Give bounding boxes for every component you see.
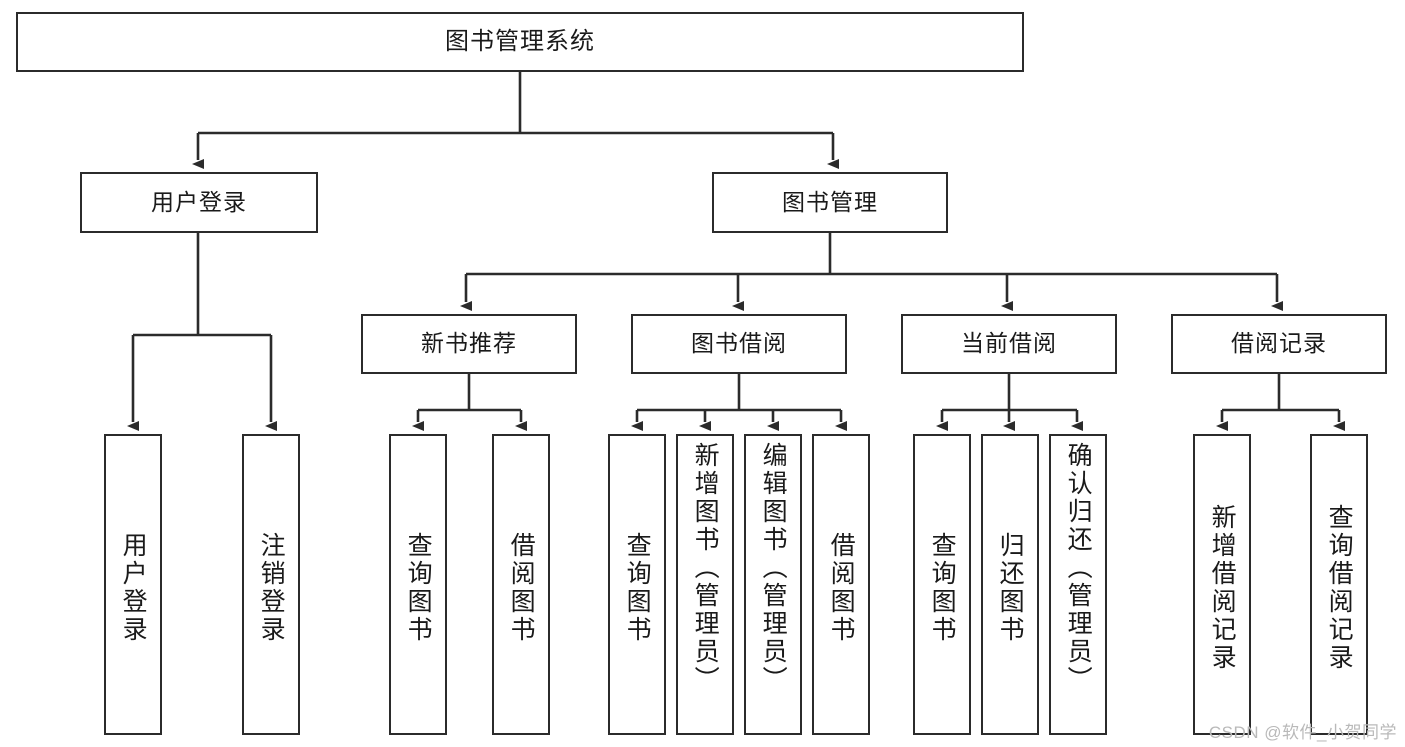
node-label: 借阅记录: [1231, 330, 1327, 357]
node-label: 查询图书: [623, 531, 652, 644]
node-label: 查询图书: [404, 531, 433, 644]
leaf-edit-book-admin[interactable]: 编辑图书（管理员）: [744, 434, 802, 735]
leaf-logout[interactable]: 注销登录: [242, 434, 300, 735]
leaf-add-borrow-record[interactable]: 新增借阅记录: [1193, 434, 1251, 735]
node-label: 编辑图书（管理员）: [759, 442, 788, 694]
node-book-management[interactable]: 图书管理: [712, 172, 948, 233]
node-label: 当前借阅: [961, 330, 1057, 357]
node-borrow-records[interactable]: 借阅记录: [1171, 314, 1387, 374]
node-label: 新书推荐: [421, 330, 517, 357]
leaf-borrow-book-recommend[interactable]: 借阅图书: [492, 434, 550, 735]
leaf-borrow-book[interactable]: 借阅图书: [812, 434, 870, 735]
node-label: 新增借阅记录: [1208, 503, 1237, 672]
node-label: 图书管理系统: [445, 27, 595, 55]
node-label: 查询借阅记录: [1325, 503, 1354, 672]
node-label: 借阅图书: [827, 531, 856, 644]
node-label: 确认归还（管理员）: [1064, 442, 1093, 694]
node-user-login[interactable]: 用户登录: [80, 172, 318, 233]
node-current-borrow[interactable]: 当前借阅: [901, 314, 1117, 374]
leaf-return-book[interactable]: 归还图书: [981, 434, 1039, 735]
leaf-user-login[interactable]: 用户登录: [104, 434, 162, 735]
node-label: 新增图书（管理员）: [691, 442, 720, 694]
leaf-query-book-current[interactable]: 查询图书: [913, 434, 971, 735]
watermark: CSDN @软件_小贺同学: [1208, 723, 1397, 742]
node-label: 归还图书: [996, 531, 1025, 644]
node-label: 用户登录: [151, 188, 247, 215]
node-new-book-recommend[interactable]: 新书推荐: [361, 314, 577, 374]
node-label: 注销登录: [257, 531, 286, 644]
leaf-add-book-admin[interactable]: 新增图书（管理员）: [676, 434, 734, 735]
node-label: 图书管理: [782, 188, 878, 215]
leaf-confirm-return-admin[interactable]: 确认归还（管理员）: [1049, 434, 1107, 735]
node-label: 图书借阅: [691, 330, 787, 357]
node-label: 用户登录: [119, 531, 148, 644]
leaf-query-book-recommend[interactable]: 查询图书: [389, 434, 447, 735]
leaf-query-book-borrow[interactable]: 查询图书: [608, 434, 666, 735]
node-book-borrow[interactable]: 图书借阅: [631, 314, 847, 374]
node-label: 借阅图书: [507, 531, 536, 644]
node-label: 查询图书: [928, 531, 957, 644]
node-root-system[interactable]: 图书管理系统: [16, 12, 1024, 72]
leaf-query-borrow-record[interactable]: 查询借阅记录: [1310, 434, 1368, 735]
